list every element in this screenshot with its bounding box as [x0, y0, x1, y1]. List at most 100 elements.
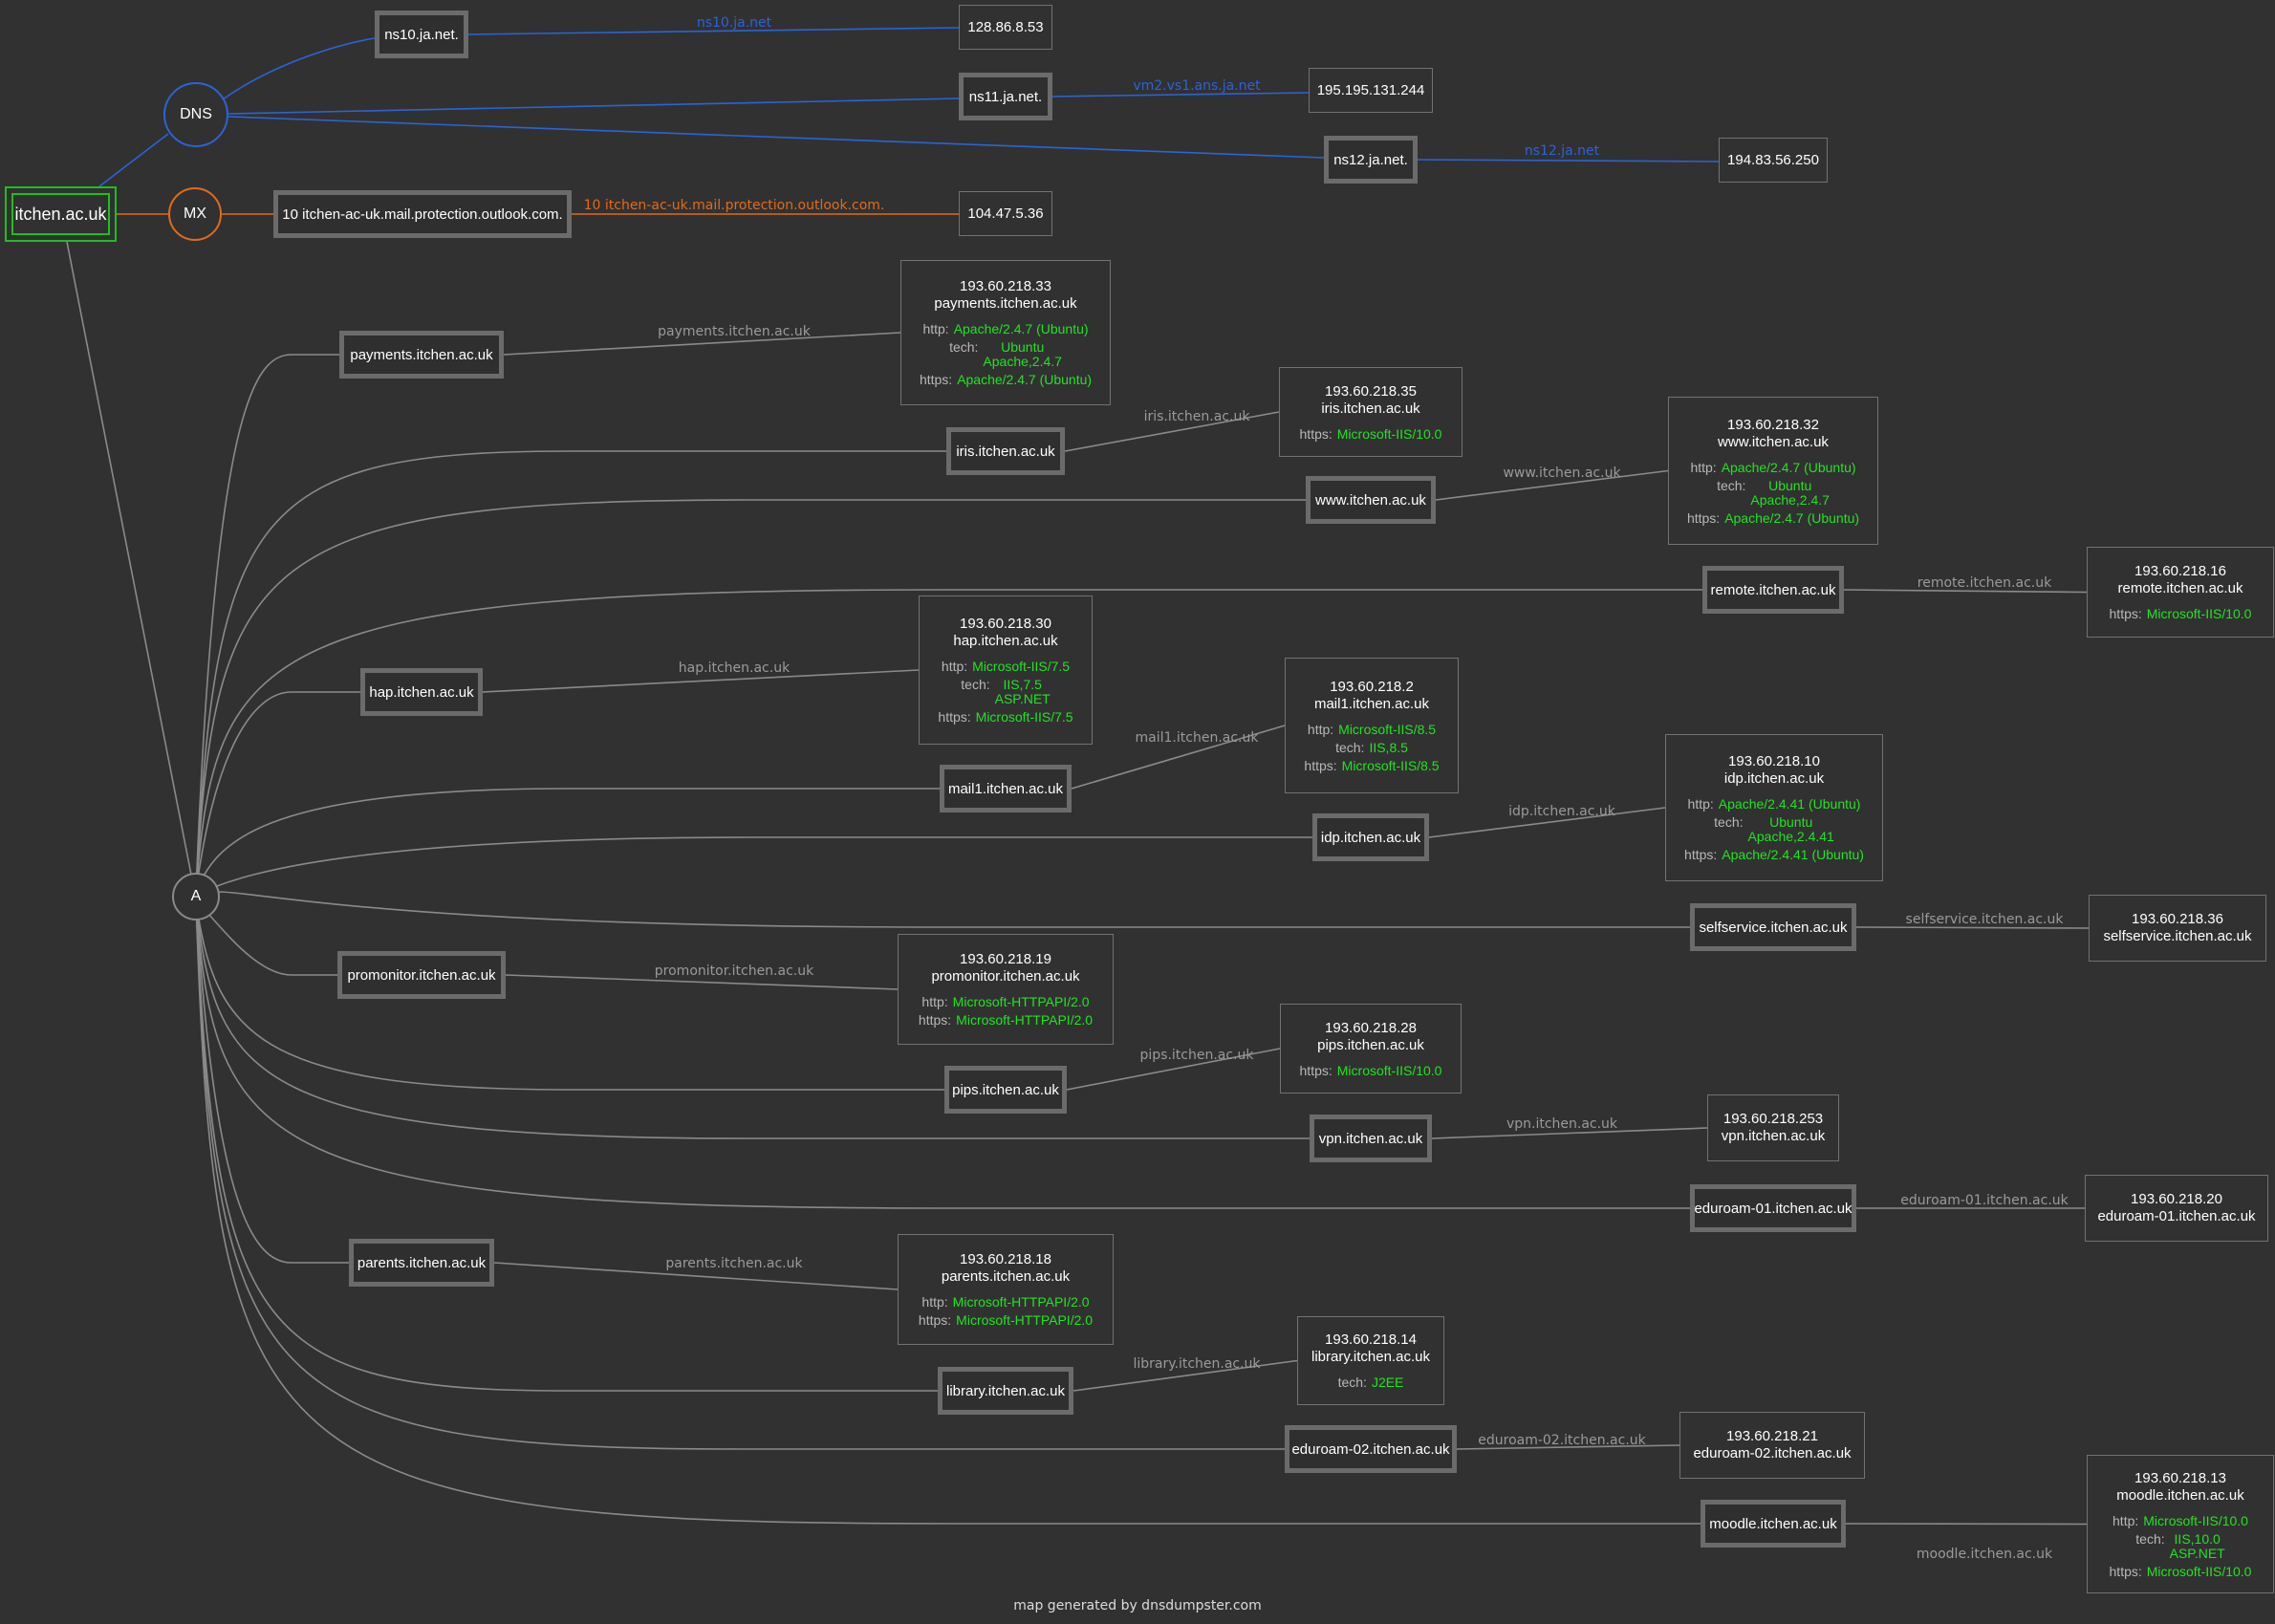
service-key: tech:	[1714, 814, 1744, 830]
host-name: vpn.itchen.ac.uk	[1721, 1128, 1826, 1144]
a-host-node[interactable]: payments.itchen.ac.uk	[339, 331, 504, 379]
ip-address: 193.60.218.32	[1727, 416, 1819, 433]
mx-hub[interactable]: MX	[168, 187, 222, 241]
host-name: mail1.itchen.ac.uk	[1313, 695, 1430, 712]
host-name: idp.itchen.ac.uk	[1723, 770, 1825, 787]
a-host-node[interactable]: www.itchen.ac.uk	[1306, 476, 1436, 524]
service-row: https:Microsoft-IIS/10.0	[2110, 1564, 2252, 1579]
a-host-node[interactable]: pips.itchen.ac.uk	[944, 1066, 1067, 1114]
ns-ip-box: 194.83.56.250	[1719, 138, 1828, 183]
edge-host-info	[505, 974, 899, 990]
dns-hub[interactable]: DNS	[163, 82, 228, 147]
ip-address: 193.60.218.2	[1330, 678, 1414, 695]
service-key: https:	[1299, 1062, 1332, 1078]
edge-a-host	[195, 450, 946, 893]
edge-a-host	[195, 900, 349, 1264]
edge-a-host	[195, 900, 1701, 1525]
root-inner-border	[11, 193, 110, 235]
a-host-node[interactable]: mail1.itchen.ac.uk	[940, 765, 1072, 812]
a-host-node[interactable]: hap.itchen.ac.uk	[360, 668, 483, 716]
ns-host-node[interactable]: ns10.ja.net.	[375, 11, 468, 58]
ip-address: 193.60.218.30	[960, 616, 1051, 632]
ip-address: 193.60.218.35	[1325, 382, 1417, 400]
service-key: http:	[941, 659, 968, 674]
service-values: IIS,8.5	[1369, 740, 1407, 755]
service-key: tech:	[2135, 1530, 2165, 1547]
service-value: IIS,10.0	[2174, 1530, 2221, 1547]
edge-ns-ip2	[1051, 92, 1310, 97]
service-key: https:	[1686, 509, 1721, 526]
service-key: https:	[1299, 425, 1332, 442]
service-value: Microsoft-IIS/10.0	[1336, 1062, 1442, 1078]
edge-a-host	[195, 900, 337, 976]
a-host-node[interactable]: eduroam-02.itchen.ac.uk	[1285, 1425, 1457, 1473]
ip-address: 194.83.56.250	[1727, 151, 1819, 168]
a-edge-label: pips.itchen.ac.uk	[1139, 1048, 1254, 1063]
service-values: Microsoft-IIS/10.0	[1337, 1063, 1442, 1078]
service-row: https:Microsoft-IIS/7.5	[938, 710, 1072, 725]
edge-root-dns	[98, 133, 169, 187]
service-values: Microsoft-IIS/10.0	[1337, 426, 1442, 442]
edge-dns-ns3	[228, 116, 1325, 159]
a-host-node[interactable]: iris.itchen.ac.uk	[946, 427, 1065, 475]
ns-edge-label: ns12.ja.net	[1524, 143, 1600, 159]
service-value: J2EE	[1371, 1375, 1404, 1390]
a-edge-label: selfservice.itchen.ac.uk	[1905, 912, 2064, 927]
a-hub[interactable]: A	[172, 873, 220, 920]
edge-host-info	[1435, 469, 1669, 501]
service-row: http:Microsoft-IIS/10.0	[2112, 1513, 2248, 1528]
ip-address: 128.86.8.53	[967, 18, 1044, 35]
service-value: Microsoft-HTTPAPI/2.0	[952, 994, 1090, 1009]
a-edge-label: iris.itchen.ac.uk	[1143, 409, 1250, 424]
ns-host-node[interactable]: ns11.ja.net.	[959, 73, 1052, 120]
service-values: Microsoft-IIS/8.5	[1342, 758, 1440, 773]
host-name: library.itchen.ac.uk	[1311, 1349, 1430, 1365]
edge-host-info	[1066, 1048, 1281, 1091]
service-value: Apache,2.4.7	[1750, 491, 1830, 508]
a-host-node[interactable]: moodle.itchen.ac.uk	[1701, 1500, 1846, 1548]
service-value: Microsoft-HTTPAPI/2.0	[956, 1312, 1094, 1328]
service-value: Microsoft-IIS/8.5	[1338, 721, 1437, 737]
footer-credit: map generated by dnsdumpster.com	[1013, 1598, 1262, 1613]
a-host-node[interactable]: remote.itchen.ac.uk	[1702, 566, 1844, 614]
a-host-node[interactable]: eduroam-01.itchen.ac.uk	[1690, 1184, 1856, 1232]
edge-a-host	[195, 900, 1310, 1139]
edge-a-host	[195, 900, 1690, 1209]
a-host-node[interactable]: library.itchen.ac.uk	[938, 1367, 1073, 1415]
service-row: http:Microsoft-HTTPAPI/2.0	[921, 1295, 1089, 1310]
service-values: Apache/2.4.7 (Ubuntu)	[1724, 510, 1859, 526]
root-domain-node[interactable]: itchen.ac.uk	[5, 186, 117, 242]
host-name: moodle.itchen.ac.uk	[2116, 1486, 2244, 1504]
edge-host-info	[482, 669, 920, 693]
a-host-node[interactable]: vpn.itchen.ac.uk	[1310, 1115, 1432, 1162]
service-row: http:Apache/2.4.7 (Ubuntu)	[922, 322, 1088, 336]
service-values: Microsoft-IIS/10.0	[2147, 1564, 2252, 1579]
ns-ip-box: 195.195.131.244	[1309, 68, 1433, 113]
service-row: http:Apache/2.4.7 (Ubuntu)	[1690, 459, 1856, 475]
a-host-node[interactable]: idp.itchen.ac.uk	[1312, 813, 1429, 861]
service-row: https:Microsoft-IIS/10.0	[2110, 607, 2252, 621]
dns-hub-label: DNS	[180, 106, 212, 122]
ns-edge-label: ns10.ja.net	[696, 15, 772, 31]
service-value: Apache/2.4.7 (Ubuntu)	[1721, 459, 1856, 475]
a-host-node[interactable]: selfservice.itchen.ac.uk	[1690, 903, 1856, 951]
service-value: Apache,2.4.41	[1747, 829, 1834, 844]
service-row: https:Apache/2.4.7 (Ubuntu)	[1686, 509, 1859, 526]
a-host-node[interactable]: promonitor.itchen.ac.uk	[337, 951, 506, 999]
ns-ip-box: 128.86.8.53	[959, 5, 1052, 50]
mx-host-node[interactable]: 10 itchen-ac-uk.mail.protection.outlook.…	[273, 190, 572, 238]
a-host-node[interactable]: parents.itchen.ac.uk	[349, 1239, 494, 1287]
service-values: Microsoft-HTTPAPI/2.0	[956, 1312, 1093, 1328]
service-key: tech:	[1337, 1375, 1367, 1390]
edge-a-host	[195, 691, 360, 893]
ns-host-node[interactable]: ns12.ja.net.	[1324, 136, 1418, 184]
